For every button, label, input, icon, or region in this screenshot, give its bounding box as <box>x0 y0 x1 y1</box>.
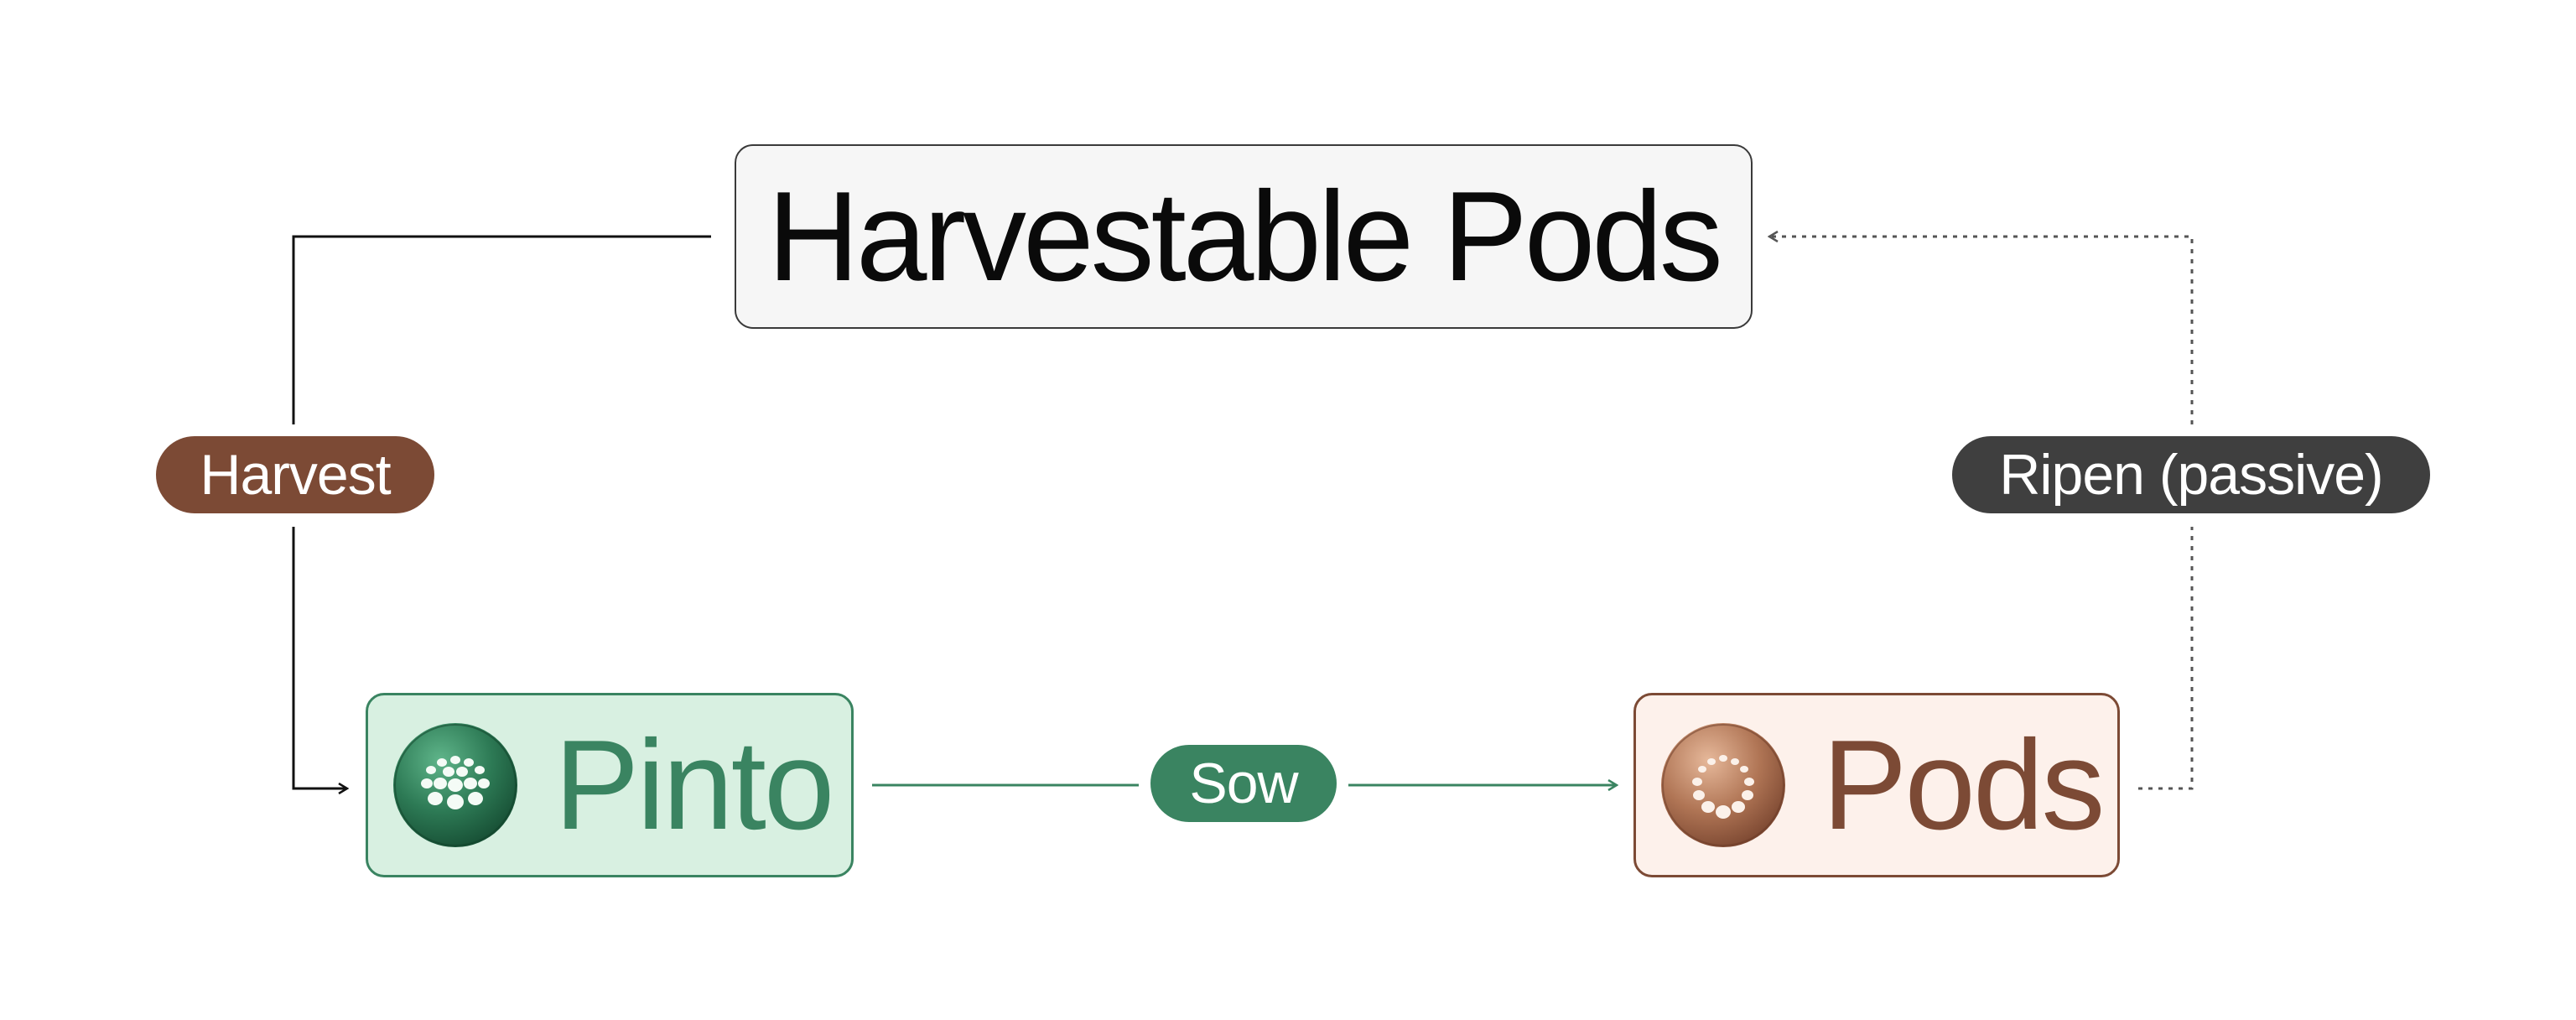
pods-node: Pods <box>1633 693 2120 877</box>
harvest-edge-label: Harvest <box>156 436 434 513</box>
sow-edge-label: Sow <box>1150 745 1337 822</box>
ripen-connector-upper <box>1769 237 2194 424</box>
harvest-connector-lower <box>292 527 347 788</box>
pinto-node: Pinto <box>366 693 854 877</box>
harvest-connector-upper <box>292 235 711 424</box>
harvestable-pods-node: Harvestable Pods <box>735 144 1753 329</box>
harvestable-pods-label: Harvestable Pods <box>767 164 1723 308</box>
ripen-edge-label: Ripen (passive) <box>1952 436 2430 513</box>
ripen-connector-lower <box>2138 527 2194 790</box>
pods-token-icon <box>1661 723 1785 847</box>
pinto-token-icon <box>393 723 517 847</box>
pinto-label: Pinto <box>554 713 834 856</box>
pods-label: Pods <box>1822 713 2105 856</box>
